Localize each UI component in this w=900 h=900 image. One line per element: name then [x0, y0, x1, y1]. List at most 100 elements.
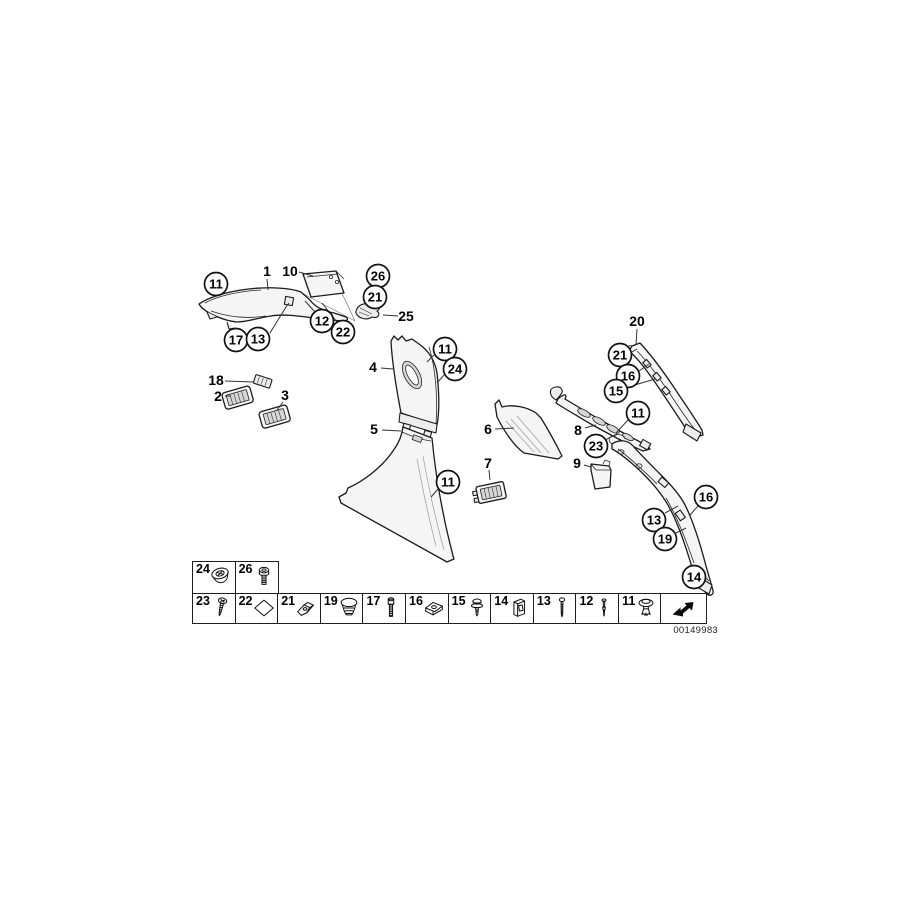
- legend-part-number: 26: [238, 562, 253, 576]
- part-c-pillar-upper-trim: [494, 399, 563, 460]
- leader-line: [298, 271, 314, 277]
- callout-circle[interactable]: [435, 469, 461, 495]
- callout-10[interactable]: 10: [282, 263, 298, 279]
- legend-cell-14[interactable]: 14: [490, 593, 535, 624]
- callout-26[interactable]: 26: [365, 263, 391, 289]
- callout-11[interactable]: 11: [435, 469, 461, 495]
- callout-22[interactable]: 22: [330, 319, 356, 345]
- part-bracket-panel: [302, 270, 345, 298]
- callout-number: 19: [658, 532, 672, 547]
- callout-15[interactable]: 15: [603, 378, 629, 404]
- legend-part-number: 11: [622, 594, 636, 608]
- callout-circle[interactable]: [603, 378, 629, 404]
- callout-circle[interactable]: [583, 433, 609, 459]
- callout-circle[interactable]: [362, 284, 388, 310]
- leader-line: [269, 302, 290, 334]
- part-small-clip: [252, 374, 273, 389]
- leader-line: [430, 488, 439, 498]
- callout-24[interactable]: 24: [442, 356, 468, 382]
- callout-circle[interactable]: [330, 319, 356, 345]
- callout-circle[interactable]: [245, 326, 271, 352]
- callout-circle[interactable]: [442, 356, 468, 382]
- leader-line: [638, 363, 650, 372]
- callout-5[interactable]: 5: [370, 421, 378, 437]
- callout-circle[interactable]: [203, 271, 229, 297]
- callout-number: 11: [209, 277, 223, 292]
- legend-cell-12[interactable]: 12: [575, 593, 620, 624]
- part-blanking-cover-3: [258, 404, 291, 429]
- callout-14[interactable]: 14: [681, 564, 707, 590]
- callout-21[interactable]: 21: [362, 284, 388, 310]
- callout-9[interactable]: 9: [573, 455, 581, 471]
- callout-11[interactable]: 11: [203, 271, 229, 297]
- callout-number: 14: [687, 570, 702, 585]
- callout-2[interactable]: 2: [214, 388, 222, 404]
- callout-23[interactable]: 23: [583, 433, 609, 459]
- callout-13[interactable]: 13: [641, 507, 667, 533]
- legend-cell-15[interactable]: 15: [447, 593, 492, 624]
- callout-12[interactable]: 12: [309, 308, 335, 334]
- callout-17[interactable]: 17: [223, 327, 249, 353]
- legend-cell-11[interactable]: 11: [618, 593, 662, 624]
- part-number-label: 7: [484, 455, 492, 471]
- legend-cell-24[interactable]: 24: [192, 561, 236, 594]
- callout-circle[interactable]: [625, 400, 651, 426]
- legend-cell-23[interactable]: 23: [192, 593, 236, 624]
- legend-cell-22[interactable]: 22: [234, 593, 279, 624]
- callout-4[interactable]: 4: [369, 359, 377, 375]
- callout-25[interactable]: 25: [398, 308, 414, 324]
- callout-13[interactable]: 13: [245, 326, 271, 352]
- callout-circle[interactable]: [652, 526, 678, 552]
- part-number-label: 20: [629, 313, 645, 329]
- callout-1[interactable]: 1: [263, 263, 271, 279]
- legend-cell-17[interactable]: 17: [362, 593, 407, 624]
- leader-line: [615, 419, 629, 434]
- callout-20[interactable]: 20: [629, 313, 645, 329]
- callout-circle[interactable]: [681, 564, 707, 590]
- legend-cell-13[interactable]: 13: [532, 593, 577, 624]
- legend-cell-26[interactable]: 26: [234, 561, 279, 594]
- u-clip-icon: [507, 596, 533, 622]
- legend-part-number: 17: [366, 594, 381, 608]
- socket-head-bolt-icon: [379, 596, 405, 622]
- legend-part-number: 13: [536, 594, 551, 608]
- part-number-label: 2: [214, 388, 222, 404]
- direction-arrow-icon: [665, 596, 701, 622]
- part-number-label: 18: [208, 372, 224, 388]
- callout-19[interactable]: 19: [652, 526, 678, 552]
- callout-18[interactable]: 18: [208, 372, 224, 388]
- callout-number: 11: [631, 406, 645, 421]
- legend-part-number: 12: [579, 594, 594, 608]
- part-rail-trim: [627, 342, 704, 442]
- callout-7[interactable]: 7: [484, 455, 492, 471]
- callout-3[interactable]: 3: [281, 387, 289, 403]
- pin-rivet-icon: [592, 596, 618, 622]
- part-b-pillar-lower-trim: [338, 426, 455, 563]
- legend-part-number: 22: [238, 594, 253, 608]
- legend-cell-21[interactable]: 21: [277, 593, 322, 624]
- callout-11[interactable]: 11: [432, 336, 458, 362]
- callout-16[interactable]: 16: [693, 484, 719, 510]
- legend-cell-16[interactable]: 16: [405, 593, 450, 624]
- legend-part-number: 14: [494, 594, 509, 608]
- callout-circle[interactable]: [432, 336, 458, 362]
- callout-circle[interactable]: [309, 308, 335, 334]
- callout-11[interactable]: 11: [625, 400, 651, 426]
- legend-part-number: 19: [323, 594, 338, 608]
- callout-circle[interactable]: [641, 507, 667, 533]
- callout-8[interactable]: 8: [574, 422, 582, 438]
- part-b-pillar-upper-trim: [390, 335, 440, 439]
- callout-21[interactable]: 21: [607, 342, 633, 368]
- legend-cell-19[interactable]: 19: [319, 593, 364, 624]
- callout-circle[interactable]: [693, 484, 719, 510]
- callout-6[interactable]: 6: [484, 421, 492, 437]
- part-blanking-cover-2: [221, 385, 254, 410]
- callout-circle[interactable]: [607, 342, 633, 368]
- legend-cell-arrow[interactable]: [659, 593, 707, 624]
- legend-part-number: 15: [451, 594, 466, 608]
- clamp-bracket-icon: [294, 596, 320, 622]
